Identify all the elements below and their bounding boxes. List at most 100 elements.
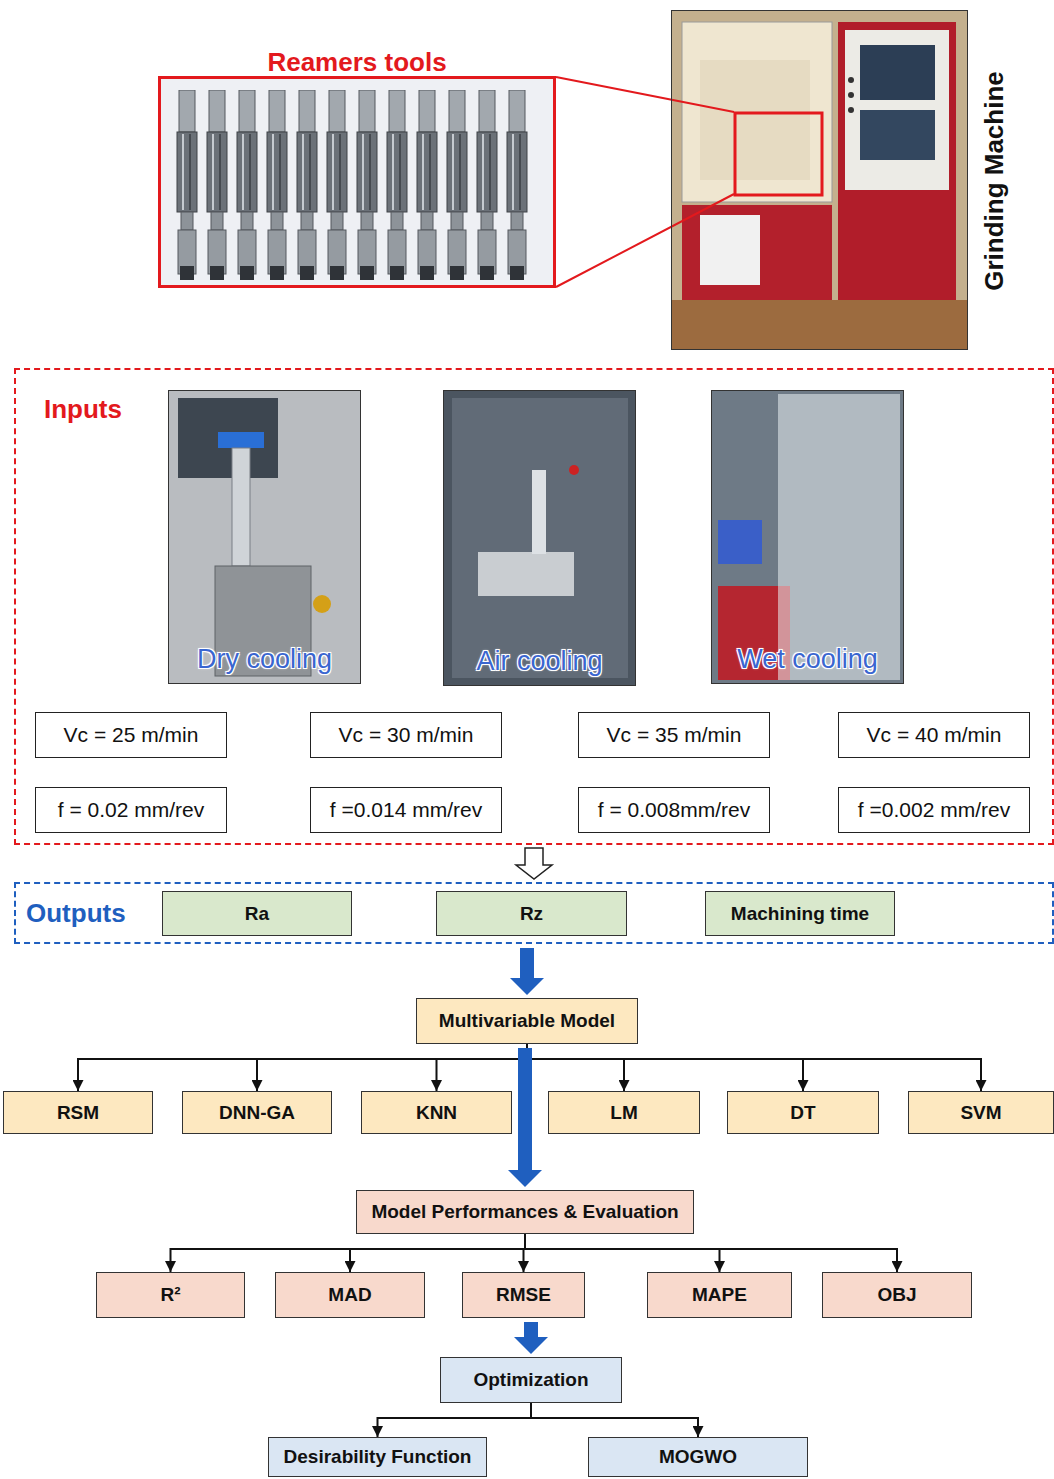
branch-connector	[171, 1234, 526, 1272]
reamer	[532, 470, 546, 554]
optimization-box: MOGWO	[588, 1437, 808, 1477]
photo-ground	[711, 390, 904, 684]
screen	[860, 45, 935, 100]
machine-photo	[672, 11, 967, 349]
button	[848, 92, 854, 98]
parameter-box: f =0.002 mm/rev	[838, 787, 1030, 833]
node-label: Model Performances & Evaluation	[371, 1201, 678, 1223]
reamer	[232, 448, 250, 566]
branch-connector	[437, 1044, 528, 1091]
flow-arrow	[516, 848, 552, 879]
branch-connector	[525, 1234, 720, 1272]
model-box: Multivariable Model	[416, 998, 638, 1044]
node-label: Machining time	[731, 903, 869, 925]
metric-box: MAD	[275, 1272, 425, 1318]
node-label: LM	[610, 1102, 637, 1124]
node-label: Multivariable Model	[439, 1010, 615, 1032]
machine-part	[478, 552, 574, 596]
parameter-box: Vc = 40 m/min	[838, 712, 1030, 758]
photo-ground	[443, 390, 636, 686]
node-label: RMSE	[496, 1284, 551, 1306]
flow-arrow	[508, 1048, 542, 1187]
branch-connector	[531, 1403, 698, 1437]
tool-holder	[218, 432, 264, 448]
photo-ground	[168, 390, 361, 684]
screen	[860, 110, 935, 160]
node-label: DT	[790, 1102, 815, 1124]
machine-part	[718, 520, 762, 564]
reamer	[357, 90, 377, 280]
reamer	[447, 90, 467, 280]
branch-connector	[527, 1044, 981, 1091]
indicator	[569, 465, 579, 475]
flow-arrow	[514, 1322, 548, 1354]
reamer	[207, 90, 227, 280]
reamer	[297, 90, 317, 280]
reamer	[177, 90, 197, 280]
branch-connector	[350, 1234, 525, 1272]
node-label: Vc = 25 m/min	[64, 723, 199, 747]
output-box: Machining time	[705, 891, 895, 936]
node-label: Vc = 40 m/min	[867, 723, 1002, 747]
zoom-marker	[735, 113, 822, 195]
model-box: DNN-GA	[182, 1091, 332, 1134]
cabinet-panel	[700, 215, 760, 285]
parameter-box: f = 0.02 mm/rev	[35, 787, 227, 833]
node-label: Dry cooling	[169, 644, 360, 675]
metric-box: R²	[96, 1272, 245, 1318]
model-box: DT	[727, 1091, 879, 1134]
metric-box: MAPE	[647, 1272, 792, 1318]
photo-ground	[672, 11, 967, 349]
node-label: OBJ	[877, 1284, 916, 1306]
node-label: MOGWO	[659, 1446, 737, 1468]
reamer	[507, 90, 527, 280]
node-label: f = 0.008mm/rev	[598, 798, 750, 822]
reamer	[417, 90, 437, 280]
metric-box: OBJ	[822, 1272, 972, 1318]
node-label: Optimization	[473, 1369, 588, 1391]
node-label: MAPE	[692, 1284, 747, 1306]
optimization-box: Desirability Function	[268, 1437, 487, 1477]
reamer	[237, 90, 257, 280]
button	[848, 107, 854, 113]
flow-arrow	[510, 948, 544, 995]
node-label: DNN-GA	[219, 1102, 295, 1124]
floor	[672, 300, 967, 349]
metric-box: Model Performances & Evaluation	[356, 1190, 694, 1234]
parameter-box: Vc = 35 m/min	[578, 712, 770, 758]
machine-head	[178, 398, 278, 478]
node-label: Ra	[245, 903, 269, 925]
node-label: KNN	[416, 1102, 457, 1124]
reamer-photo-box: Reamers tools	[158, 76, 556, 288]
reamer	[477, 90, 497, 280]
node-label: Vc = 35 m/min	[607, 723, 742, 747]
model-box: SVM	[908, 1091, 1054, 1134]
parameter-box: Vc = 30 m/min	[310, 712, 502, 758]
branch-connector	[527, 1044, 803, 1091]
reamer-photo	[160, 78, 554, 286]
reamer	[267, 90, 287, 280]
output-group: OutputsRaRzMachining time	[14, 882, 1054, 944]
node-label: MAD	[328, 1284, 371, 1306]
air-cooling-photo	[443, 390, 636, 686]
model-box: RSM	[3, 1091, 153, 1134]
cooling-photo-box: Dry cooling	[168, 390, 361, 684]
branch-connector	[525, 1234, 897, 1272]
coolant-spray	[778, 394, 900, 680]
branch-connector	[527, 1044, 624, 1091]
input-group: InputsDry coolingAir coolingWet coolingV…	[14, 368, 1054, 845]
node-label: Wet cooling	[712, 644, 903, 675]
node-label: Desirability Function	[284, 1446, 472, 1468]
reamer	[327, 90, 347, 280]
node-label: R²	[160, 1284, 180, 1306]
metric-box: RMSE	[462, 1272, 585, 1318]
optimization-box: Optimization	[440, 1357, 622, 1403]
machine-photo-box: Grinding Machine	[671, 10, 968, 350]
model-box: KNN	[361, 1091, 512, 1134]
parameter-box: f =0.014 mm/rev	[310, 787, 502, 833]
node-label: Air cooling	[444, 646, 635, 677]
wet-cooling-photo	[711, 390, 904, 684]
node-label: Reamers tools	[161, 47, 553, 78]
glass-panel	[452, 398, 628, 678]
